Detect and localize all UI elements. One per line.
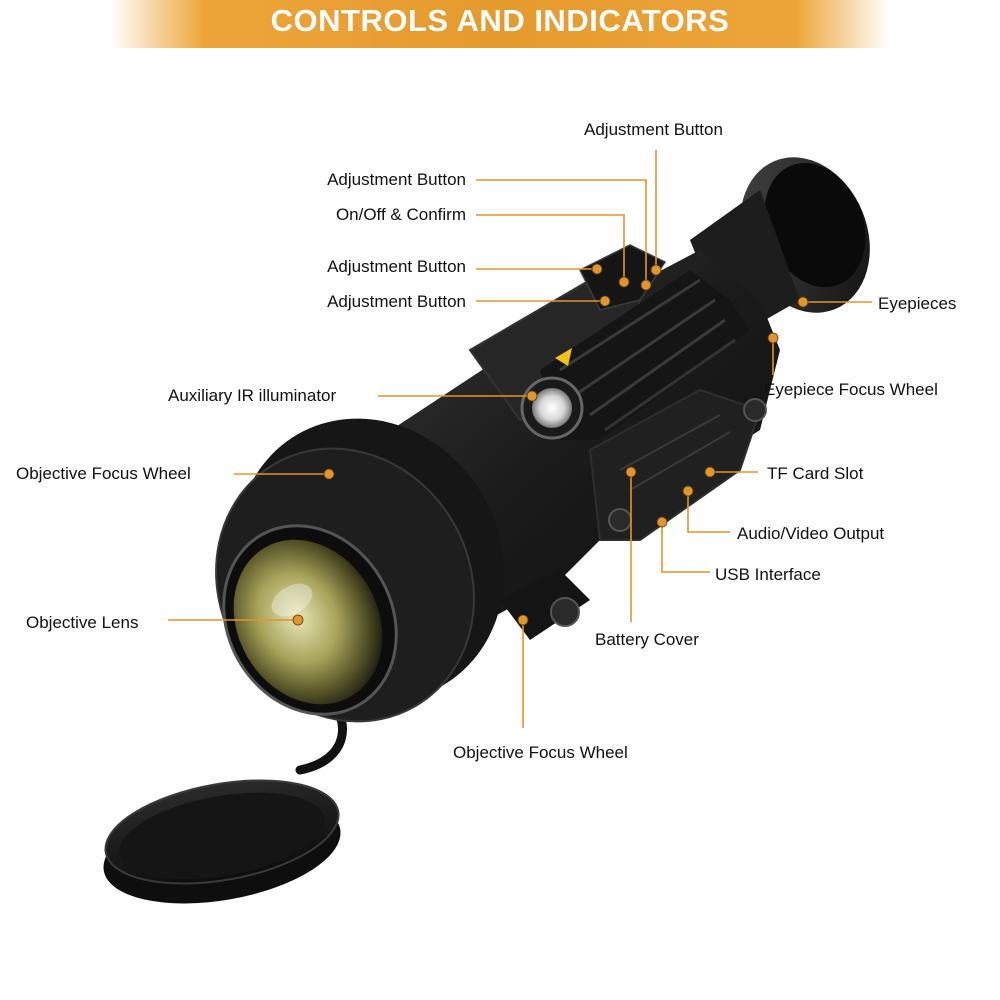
label-adjustment-button-3: Adjustment Button: [327, 292, 466, 311]
label-usb-interface: USB Interface: [715, 565, 821, 584]
label-eyepieces: Eyepieces: [878, 294, 957, 313]
lens-cap: [103, 695, 347, 904]
label-tf-card-slot: TF Card Slot: [767, 464, 864, 483]
label-eyepiece-focus-wheel: Eyepiece Focus Wheel: [764, 380, 938, 399]
label-adjustment-button-1: Adjustment Button: [327, 170, 466, 189]
label-objective-lens: Objective Lens: [26, 613, 139, 632]
title-banner: [110, 0, 890, 48]
label-adjustment-button-top: Adjustment Button: [584, 120, 723, 139]
objective-barrel: [215, 418, 504, 723]
label-adjustment-button-2: Adjustment Button: [327, 257, 466, 276]
eyepiece: [690, 157, 870, 340]
page-title: CONTROLS AND INDICATORS: [270, 3, 730, 38]
label-audio-video-output: Audio/Video Output: [737, 524, 885, 543]
leader-lines: [168, 150, 872, 728]
ir-illuminator: [520, 270, 750, 440]
label-objective-focus-wheel-left: Objective Focus Wheel: [16, 464, 191, 483]
label-objective-focus-wheel-bottom: Objective Focus Wheel: [453, 743, 628, 762]
marker-dots: [292, 263, 809, 626]
label-on-off-confirm: On/Off & Confirm: [335, 205, 466, 224]
label-battery-cover: Battery Cover: [595, 630, 699, 649]
label-auxiliary-ir-illuminator: Auxiliary IR illuminator: [168, 386, 337, 405]
